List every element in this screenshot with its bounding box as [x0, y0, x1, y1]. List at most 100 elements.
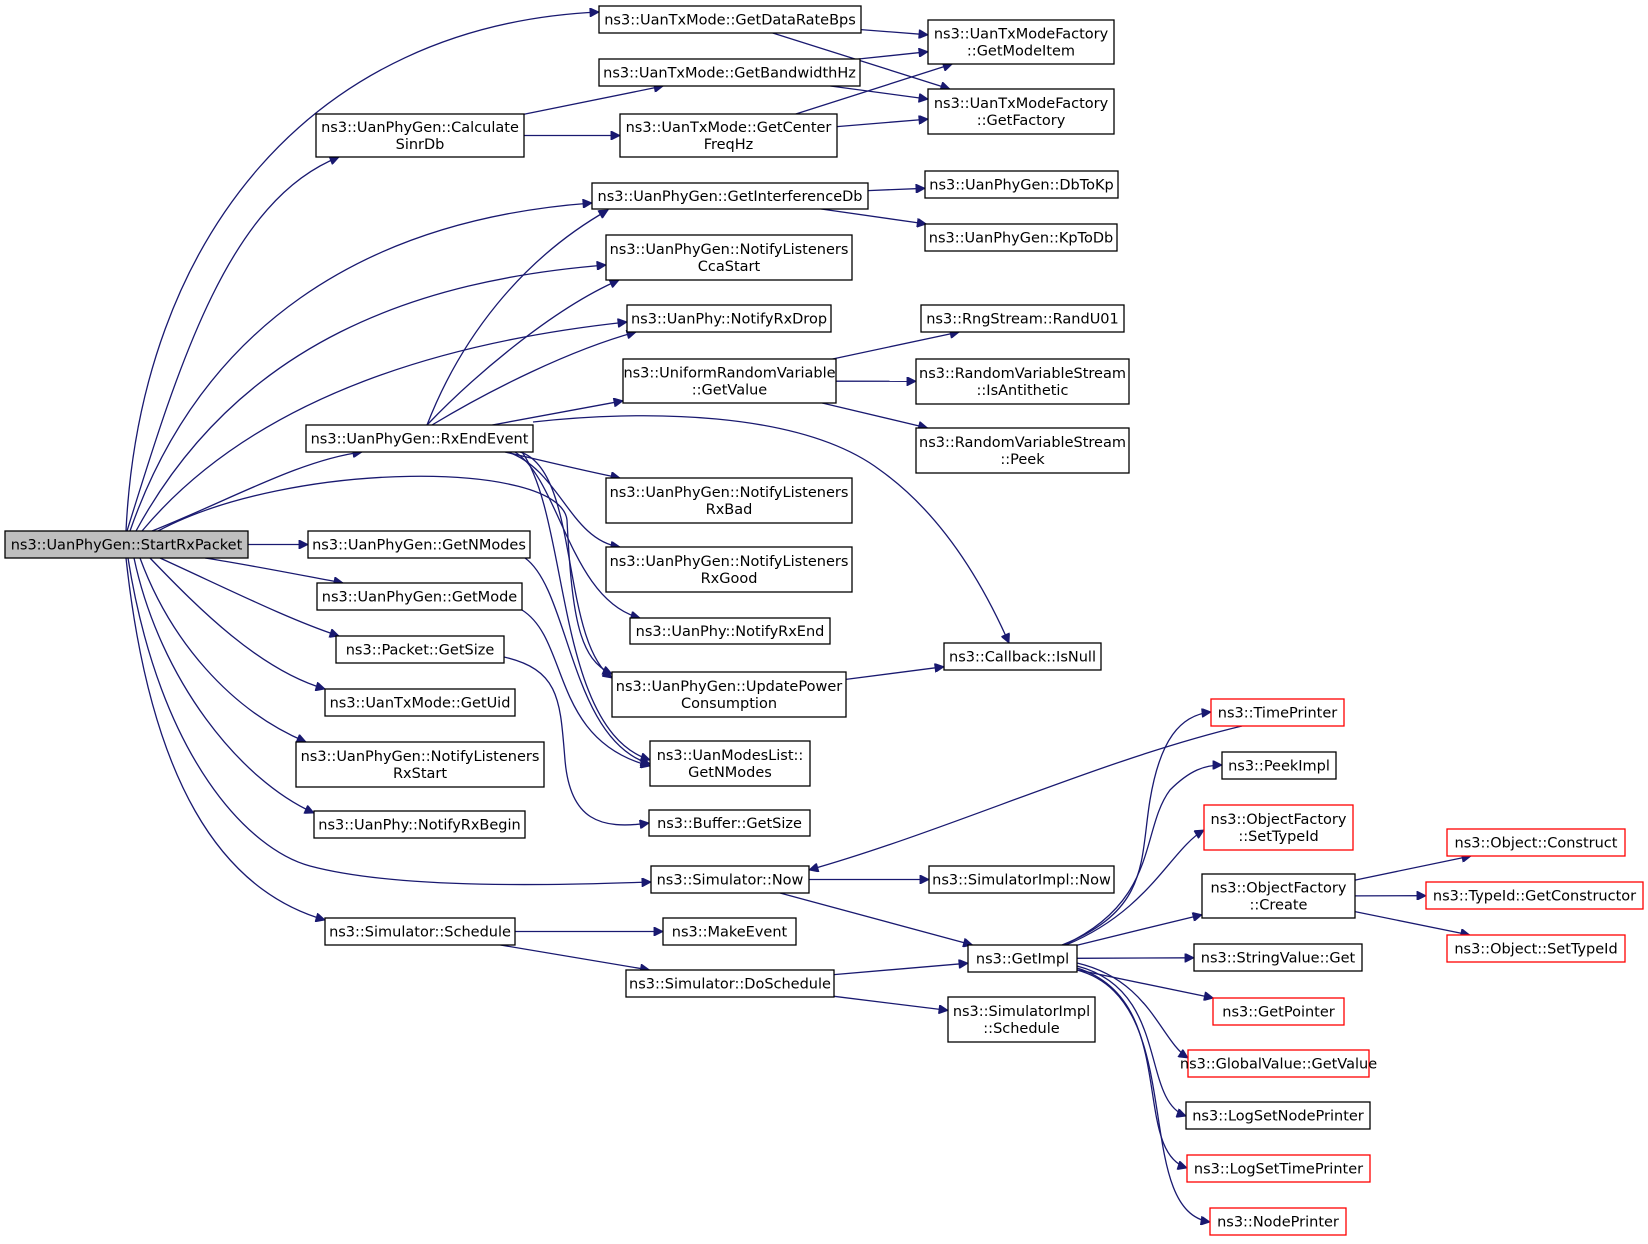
node-kpToDb[interactable]: ns3::UanPhyGen::KpToDb: [924, 223, 1118, 252]
node-label: ns3::RandomVariableStream: [919, 435, 1126, 451]
edge-updatePower-to-isNull: [845, 667, 944, 681]
node-box: [605, 477, 853, 524]
node-box: [307, 530, 531, 559]
node-notifyRxEnd[interactable]: ns3::UanPhy::NotifyRxEnd: [629, 617, 831, 645]
node-logSetNodePrinter[interactable]: ns3::LogSetNodePrinter: [1185, 1101, 1371, 1130]
node-getImpl[interactable]: ns3::GetImpl: [967, 944, 1078, 973]
node-getMode[interactable]: ns3::UanPhyGen::GetMode: [316, 582, 523, 611]
node-getModeItem[interactable]: ns3::UanTxModeFactory::GetModeItem: [927, 19, 1115, 65]
node-box: [1446, 934, 1626, 963]
node-label: ns3::GetImpl: [976, 952, 1069, 968]
node-label: ns3::UanPhyGen::GetNModes: [312, 538, 526, 554]
edge-getImpl-to-globalValueGet: [1076, 962, 1188, 1059]
node-label: ns3::UanPhyGen::StartRxPacket: [11, 538, 243, 554]
node-label: ns3::SimulatorImpl::Now: [932, 873, 1111, 889]
node-box: [648, 809, 811, 837]
node-label: ::GetValue: [692, 383, 768, 399]
node-simNow[interactable]: ns3::Simulator::Now: [650, 865, 810, 894]
node-doSchedule[interactable]: ns3::Simulator::DoSchedule: [625, 969, 835, 998]
node-label: ns3::UanPhyGen::Calculate: [321, 120, 519, 136]
node-logSetTimePrinter[interactable]: ns3::LogSetTimePrinter: [1186, 1154, 1371, 1183]
node-label: ns3::Simulator::Now: [657, 873, 804, 889]
node-box: [605, 234, 853, 281]
node-getInterference[interactable]: ns3::UanPhyGen::GetInterferenceDb: [591, 182, 869, 210]
edge-urvGetValue-to-peek: [822, 402, 927, 428]
node-label: ns3::MakeEvent: [672, 925, 788, 941]
node-getUid[interactable]: ns3::UanTxMode::GetUid: [324, 688, 516, 717]
node-label: ns3::UanTxModeFactory: [934, 96, 1109, 112]
edge-rxEndEvent-to-isNull: [532, 415, 1009, 643]
node-ofCreate[interactable]: ns3::ObjectFactory::Create: [1201, 873, 1356, 919]
node-nodePrinter[interactable]: ns3::NodePrinter: [1209, 1207, 1347, 1236]
node-getNModes[interactable]: ns3::UanPhyGen::GetNModes: [307, 530, 531, 559]
node-label: ns3::SimulatorImpl: [953, 1004, 1090, 1020]
node-box: [335, 635, 505, 664]
node-isNull[interactable]: ns3::Callback::IsNull: [943, 642, 1102, 671]
node-simImplNow[interactable]: ns3::SimulatorImpl::Now: [928, 865, 1115, 894]
edge-root-to-calcSinr: [126, 157, 339, 532]
node-label: ns3::Object::Construct: [1455, 836, 1618, 852]
node-rxEndEvent[interactable]: ns3::UanPhyGen::RxEndEvent: [305, 424, 534, 453]
node-label: ns3::UanPhyGen::UpdatePower: [616, 679, 842, 695]
node-randU01[interactable]: ns3::RngStream::RandU01: [920, 304, 1125, 333]
node-box: [967, 944, 1078, 973]
node-label: ns3::UanPhy::NotifyRxBegin: [318, 818, 520, 834]
node-getFactory[interactable]: ns3::UanTxModeFactory::GetFactory: [927, 88, 1115, 135]
node-getBandwidth[interactable]: ns3::UanTxMode::GetBandwidthHz: [598, 58, 861, 87]
node-label: ns3::UanTxMode::GetUid: [330, 696, 511, 712]
node-stringValueGet[interactable]: ns3::StringValue::Get: [1193, 943, 1363, 972]
node-notifyRxBegin[interactable]: ns3::UanPhy::NotifyRxBegin: [313, 810, 526, 839]
node-packetGetSize[interactable]: ns3::Packet::GetSize: [335, 635, 505, 664]
edge-getInterference-to-dbToKp: [867, 188, 925, 190]
node-box: [650, 865, 810, 894]
node-getPointer[interactable]: ns3::GetPointer: [1212, 997, 1345, 1026]
node-label: ns3::ObjectFactory: [1211, 812, 1347, 828]
node-ofSetTypeId[interactable]: ns3::ObjectFactory::SetTypeId: [1203, 804, 1354, 851]
node-dbToKp[interactable]: ns3::UanPhyGen::DbToKp: [924, 170, 1119, 199]
node-label: ns3::UanTxModeFactory: [934, 27, 1109, 43]
node-label: ns3::GlobalValue::GetValue: [1180, 1057, 1377, 1073]
node-label: ns3::UanPhy::NotifyRxDrop: [631, 312, 827, 328]
edge-getNModes-to-modesListGetN: [524, 557, 650, 764]
node-objConstruct[interactable]: ns3::Object::Construct: [1446, 828, 1626, 857]
node-simSchedule[interactable]: ns3::Simulator::Schedule: [324, 917, 516, 946]
node-makeEvent[interactable]: ns3::MakeEvent: [662, 917, 797, 946]
edge-rxEndEvent-to-notifyRxEnd: [514, 451, 640, 618]
node-timePrinter[interactable]: ns3::TimePrinter: [1210, 698, 1345, 727]
node-notifyRxDrop[interactable]: ns3::UanPhy::NotifyRxDrop: [626, 304, 832, 333]
node-root[interactable]: ns3::UanPhyGen::StartRxPacket: [4, 530, 249, 559]
node-globalValueGet[interactable]: ns3::GlobalValue::GetValue: [1180, 1049, 1377, 1078]
node-box: [626, 304, 832, 333]
edge-rxEndEvent-to-updatePower: [519, 451, 612, 678]
edge-getInterference-to-kpToDb: [821, 208, 926, 224]
node-box: [625, 969, 835, 998]
node-box: [629, 617, 831, 645]
node-label: ::Create: [1250, 898, 1308, 914]
node-peekImpl[interactable]: ns3::PeekImpl: [1221, 751, 1337, 780]
node-box: [305, 424, 534, 453]
node-box: [295, 741, 545, 788]
node-objSetTypeId[interactable]: ns3::Object::SetTypeId: [1446, 934, 1626, 963]
node-label: ns3::UniformRandomVariable: [623, 366, 835, 382]
node-modesListGetN[interactable]: ns3::UanModesList::GetNModes: [649, 740, 811, 787]
node-simImplSchedule[interactable]: ns3::SimulatorImpl::Schedule: [947, 996, 1096, 1043]
edge-getBandwidth-to-getModeItem: [858, 52, 929, 60]
node-getConstructor[interactable]: ns3::TypeId::GetConstructor: [1425, 881, 1644, 910]
node-isAntithetic[interactable]: ns3::RandomVariableStream::IsAntithetic: [915, 358, 1130, 405]
node-getDataRate[interactable]: ns3::UanTxMode::GetDataRateBps: [598, 5, 862, 34]
node-label: ns3::UanPhy::NotifyRxEnd: [636, 624, 825, 640]
edge-rxEndEvent-to-getInterference: [426, 209, 608, 426]
node-peek[interactable]: ns3::RandomVariableStream::Peek: [915, 427, 1130, 474]
node-urvGetValue[interactable]: ns3::UniformRandomVariable::GetValue: [622, 358, 837, 404]
node-box: [611, 671, 847, 718]
node-bufferGetSize[interactable]: ns3::Buffer::GetSize: [648, 809, 811, 837]
node-label: ::Schedule: [983, 1021, 1059, 1037]
